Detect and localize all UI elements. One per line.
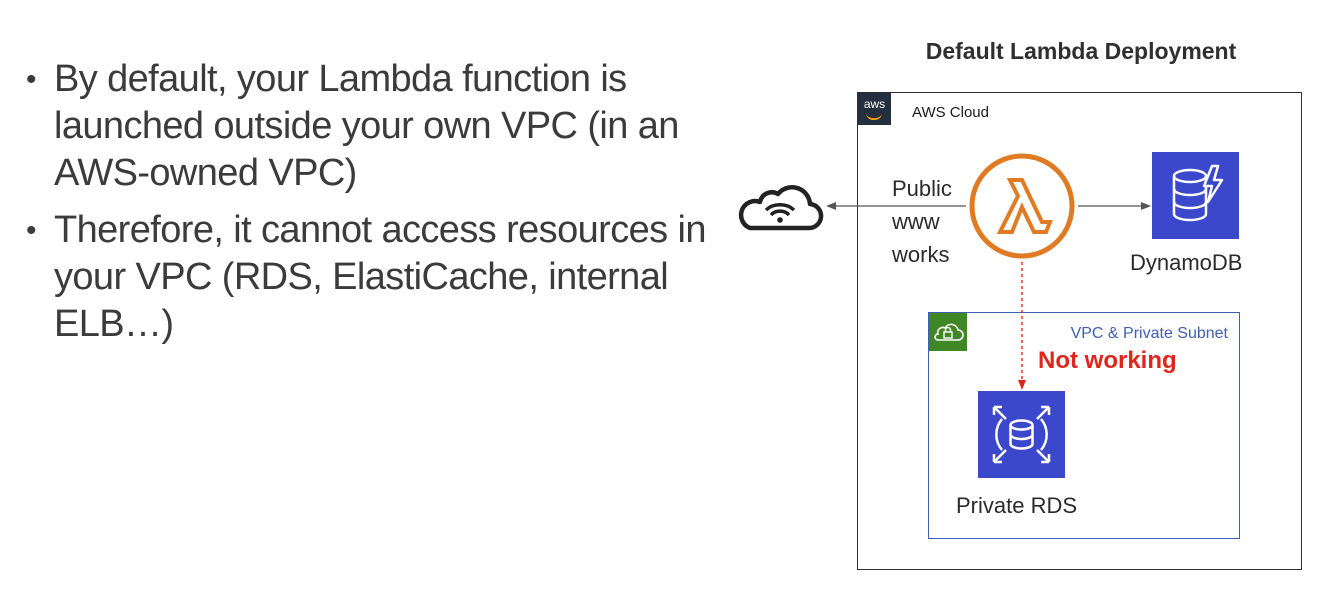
public-label-line: Public xyxy=(892,176,952,201)
bullet-item: • By default, your Lambda function is la… xyxy=(26,56,706,197)
vpc-label: VPC & Private Subnet xyxy=(1070,325,1228,342)
aws-cloud-boundary xyxy=(857,92,1302,570)
not-working-label: Not working xyxy=(1038,347,1177,374)
arrowhead-dynamodb xyxy=(1141,202,1151,210)
bullet-text: By default, your Lambda function is laun… xyxy=(54,58,679,194)
public-label-line: www xyxy=(892,209,940,234)
bullet-marker: • xyxy=(26,214,37,247)
aws-cloud-label: AWS Cloud xyxy=(912,104,989,121)
dynamodb-icon xyxy=(1152,152,1239,239)
public-www-label: Public www works xyxy=(892,172,952,271)
aws-logo-icon: aws xyxy=(858,93,891,125)
bullet-text: Therefore, it cannot access resources in… xyxy=(54,209,706,345)
arrowhead-internet xyxy=(826,202,836,210)
bullet-item: • Therefore, it cannot access resources … xyxy=(26,207,706,348)
bullet-marker: • xyxy=(26,63,37,96)
public-label-line: works xyxy=(892,242,950,267)
vpc-boundary xyxy=(928,312,1240,539)
arrowhead-rds xyxy=(1018,380,1026,390)
dynamodb-label: DynamoDB xyxy=(1130,250,1243,275)
aws-logo-text: aws xyxy=(863,97,886,111)
internet-cloud-icon xyxy=(738,185,824,231)
diagram-title: Default Lambda Deployment xyxy=(925,38,1237,64)
private-rds-label: Private RDS xyxy=(956,493,1078,518)
rds-icon xyxy=(978,391,1065,478)
lambda-icon xyxy=(969,153,1075,259)
vpc-lock-icon xyxy=(929,313,967,351)
bullet-list: • By default, your Lambda function is la… xyxy=(26,56,706,358)
